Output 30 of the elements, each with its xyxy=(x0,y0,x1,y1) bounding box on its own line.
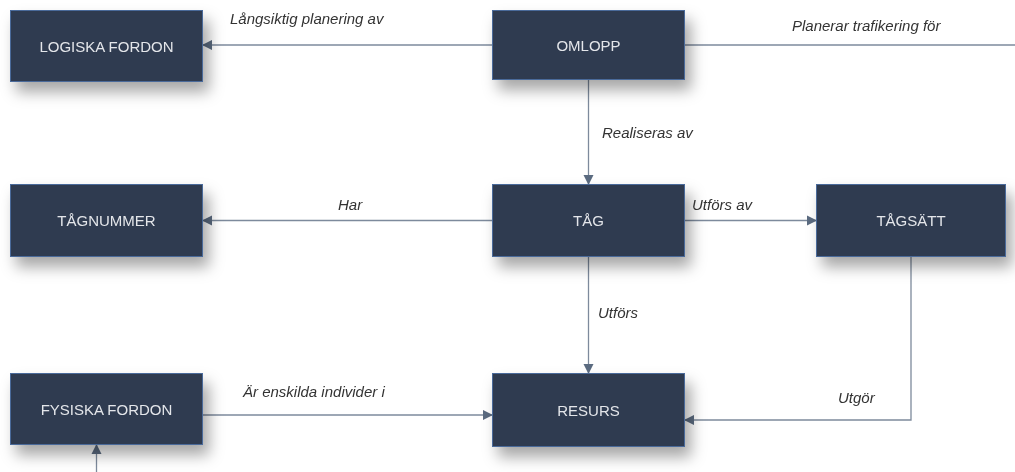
arrow xyxy=(201,215,493,226)
entity-name: FYSISKA FORDON xyxy=(39,399,174,419)
entity-name: TÅGSÄTT xyxy=(875,211,947,230)
entity-box xyxy=(816,184,1006,257)
entity-box xyxy=(492,10,685,80)
entity-box xyxy=(10,184,203,257)
arrow xyxy=(683,256,912,426)
edge-label: Utförs xyxy=(598,304,638,321)
edge-label: Realiseras av xyxy=(602,124,693,141)
edge-label: Utgör xyxy=(838,389,875,406)
edge-label: Planerar trafikering för xyxy=(792,17,941,34)
arrow xyxy=(583,79,594,186)
entity-box xyxy=(10,10,203,82)
edge-label: Långsiktig planering av xyxy=(230,10,384,27)
entity-name: TÅGNUMMER xyxy=(56,211,157,230)
entity-name: TÅG xyxy=(572,211,605,230)
entity-box xyxy=(492,373,685,447)
entity-box xyxy=(10,373,203,445)
arrow xyxy=(684,215,818,226)
arrow xyxy=(91,443,102,472)
edge-label: Är enskilda individer i xyxy=(243,383,385,400)
entity-box xyxy=(492,184,685,257)
arrow xyxy=(202,409,494,421)
entity-name: OMLOPP xyxy=(555,35,622,55)
edge-label: Utförs av xyxy=(692,196,752,213)
entity-name: LOGISKA FORDON xyxy=(38,36,175,56)
edge-label: Har xyxy=(338,196,363,213)
arrow xyxy=(201,39,493,51)
entity-name: RESURS xyxy=(556,400,621,420)
arrow xyxy=(583,256,594,375)
